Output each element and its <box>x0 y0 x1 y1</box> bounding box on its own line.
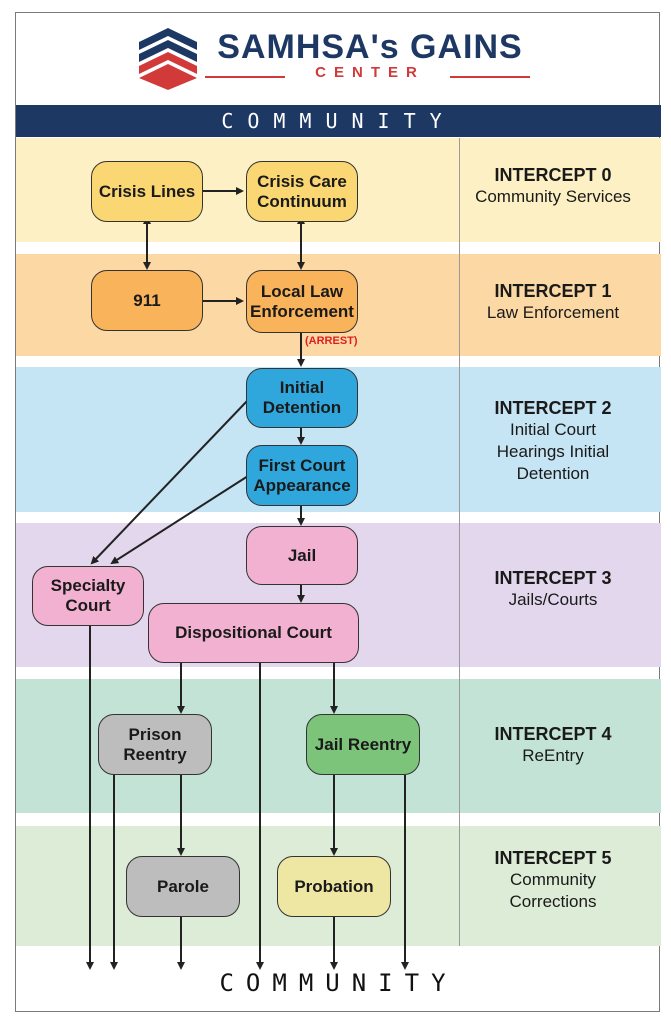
node-prison-reentry: Prison Reentry <box>98 714 212 775</box>
intercept-3-subtitle: Jails/Courts <box>508 590 598 609</box>
intercept-0-label: INTERCEPT 0 Community Services <box>460 165 646 208</box>
intercept-2-subtitle: Initial Court Hearings Initial Detention <box>496 420 610 483</box>
intercept-0-subtitle: Community Services <box>475 187 631 206</box>
intercept-5-title: INTERCEPT 5 <box>494 848 612 868</box>
node-first-court-appearance: First Court Appearance <box>246 445 358 506</box>
node-local-law-enforcement: Local Law Enforcement <box>246 270 358 333</box>
intercept-divider <box>459 138 460 946</box>
intercept-4-title: INTERCEPT 4 <box>494 724 612 744</box>
intercept-5-label: INTERCEPT 5 Community Corrections <box>460 848 646 913</box>
node-jail-reentry: Jail Reentry <box>306 714 420 775</box>
intercept-1-title: INTERCEPT 1 <box>494 281 612 301</box>
arrest-label: (ARREST) <box>305 335 358 347</box>
gains-center-logo <box>139 28 197 90</box>
logo-rule-left <box>205 76 285 78</box>
logo-subtitle: CENTER <box>315 64 425 81</box>
community-banner: COMMUNITY <box>16 105 661 137</box>
node-crisis-lines: Crisis Lines <box>91 161 203 222</box>
intercept-3-title: INTERCEPT 3 <box>494 568 612 588</box>
intercept-1-subtitle: Law Enforcement <box>486 303 620 322</box>
intercept-3-label: INTERCEPT 3 Jails/Courts <box>460 568 646 611</box>
intercept-4-subtitle: ReEntry <box>522 746 584 765</box>
node-911: 911 <box>91 270 203 331</box>
node-parole: Parole <box>126 856 240 917</box>
intercept-0-title: INTERCEPT 0 <box>494 165 612 185</box>
node-probation: Probation <box>277 856 391 917</box>
logo-rule-right <box>450 76 530 78</box>
logo-title: SAMHSA's GAINS <box>217 28 523 66</box>
community-bottom-label: COMMUNITY <box>219 969 458 997</box>
intercept-2-title: INTERCEPT 2 <box>494 398 612 418</box>
node-crisis-care-continuum: Crisis Care Continuum <box>246 161 358 222</box>
node-dispositional-court: Dispositional Court <box>148 603 359 663</box>
node-initial-detention: Initial Detention <box>246 368 358 428</box>
intercept-5-subtitle: Community Corrections <box>509 870 597 911</box>
intercept-1-label: INTERCEPT 1 Law Enforcement <box>460 281 646 324</box>
intercept-4-label: INTERCEPT 4 ReEntry <box>460 724 646 767</box>
node-specialty-court: Specialty Court <box>32 566 144 626</box>
intercept-2-label: INTERCEPT 2 Initial Court Hearings Initi… <box>460 398 646 485</box>
node-jail: Jail <box>246 526 358 585</box>
